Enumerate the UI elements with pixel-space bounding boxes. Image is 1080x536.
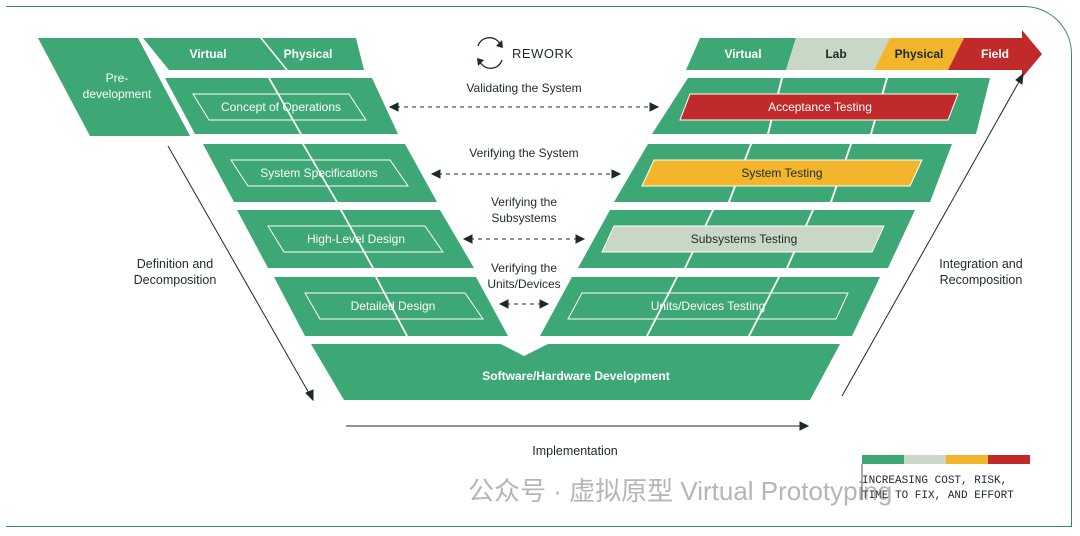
v-notch [485, 336, 562, 356]
left-header-virtual [143, 38, 286, 70]
left-row-4-cell-b [377, 277, 508, 336]
stage-system-testing: System Testing [741, 166, 823, 180]
legend-bar-green [862, 455, 904, 464]
label-integration-recomposition: Integration and Recomposition [939, 257, 1023, 287]
middle-label-verifying-subsystems: Verifying the Subsystems [490, 195, 558, 225]
middle-label-verifying-system: Verifying the System [469, 146, 579, 160]
right-header-virtual [686, 38, 796, 70]
right-row-4-cell-a [540, 277, 676, 336]
predevelopment-block [38, 38, 190, 136]
left-header-virtual-label: Virtual [189, 47, 227, 61]
stage-detailed-design: Detailed Design [350, 299, 436, 313]
label-implementation: Implementation [532, 444, 618, 458]
right-header-field-label: Field [980, 47, 1009, 61]
left-row-3-cell-b [342, 210, 474, 268]
legend-bar-lab [904, 455, 946, 464]
watermark: 公众号 · 虚拟原型 Virtual Prototyping [468, 476, 893, 506]
left-stage-outline-3 [267, 225, 444, 253]
left-stage-outline-2 [230, 159, 409, 187]
stage-concept-of-operations: Concept of Operations [220, 100, 342, 114]
legend-text: INCREASING COST, RISK, TIME TO FIX, AND … [862, 475, 1014, 502]
left-row-3-cell-a [237, 210, 372, 268]
units-testing-outline [567, 292, 849, 320]
right-header-physical-label: Physical [894, 47, 944, 61]
frame-bottom-line [6, 526, 1072, 527]
rework-label: REWORK [512, 46, 574, 61]
right-header-lab [786, 38, 890, 70]
stage-units-devices-testing: Units/Devices Testing [650, 299, 766, 313]
bottom-block [311, 344, 840, 400]
left-stage-outline-4 [304, 292, 484, 320]
left-row-2-cell-a [203, 144, 336, 202]
left-header-physical-label: Physical [283, 47, 333, 61]
stage-subsystems-testing: Subsystems Testing [690, 232, 798, 246]
dashed-arrows [388, 102, 660, 309]
stage-high-level-design: High-Level Design [306, 232, 406, 246]
left-header-physical [262, 38, 364, 70]
left-row-4-cell-a [274, 277, 406, 336]
system-testing-bar [641, 159, 923, 187]
right-header-physical [874, 38, 964, 70]
right-row-4-cell-c [750, 277, 880, 336]
middle-label-verifying-units: Verifying the Units/Devices [487, 261, 561, 291]
legend-bar-physical [946, 455, 988, 464]
right-header-virtual-label: Virtual [724, 47, 762, 61]
label-definition-decomposition: Definition and Decomposition [133, 257, 217, 287]
stage-system-specifications: System Specifications [260, 166, 378, 180]
stage-software-hardware-development: Software/Hardware Development [482, 369, 670, 383]
left-row-2-cell-b [304, 144, 437, 202]
right-header-field [948, 30, 1042, 78]
subsystems-testing-bar [601, 225, 885, 253]
left-stage-outline-1 [192, 93, 367, 121]
side-arrows [167, 72, 1024, 431]
stage-acceptance-testing: Acceptance Testing [768, 100, 872, 114]
middle-label-validating-system: Validating the System [466, 81, 582, 95]
right-row-4-cell-b [648, 277, 778, 336]
acceptance-testing-bar [679, 93, 959, 121]
predevelopment-label: Pre- development [82, 71, 152, 101]
rework-cycle-icon [477, 37, 503, 69]
legend-bar-field [988, 455, 1030, 464]
right-header-lab-label: Lab [825, 47, 847, 61]
outer-frame [6, 6, 1072, 526]
